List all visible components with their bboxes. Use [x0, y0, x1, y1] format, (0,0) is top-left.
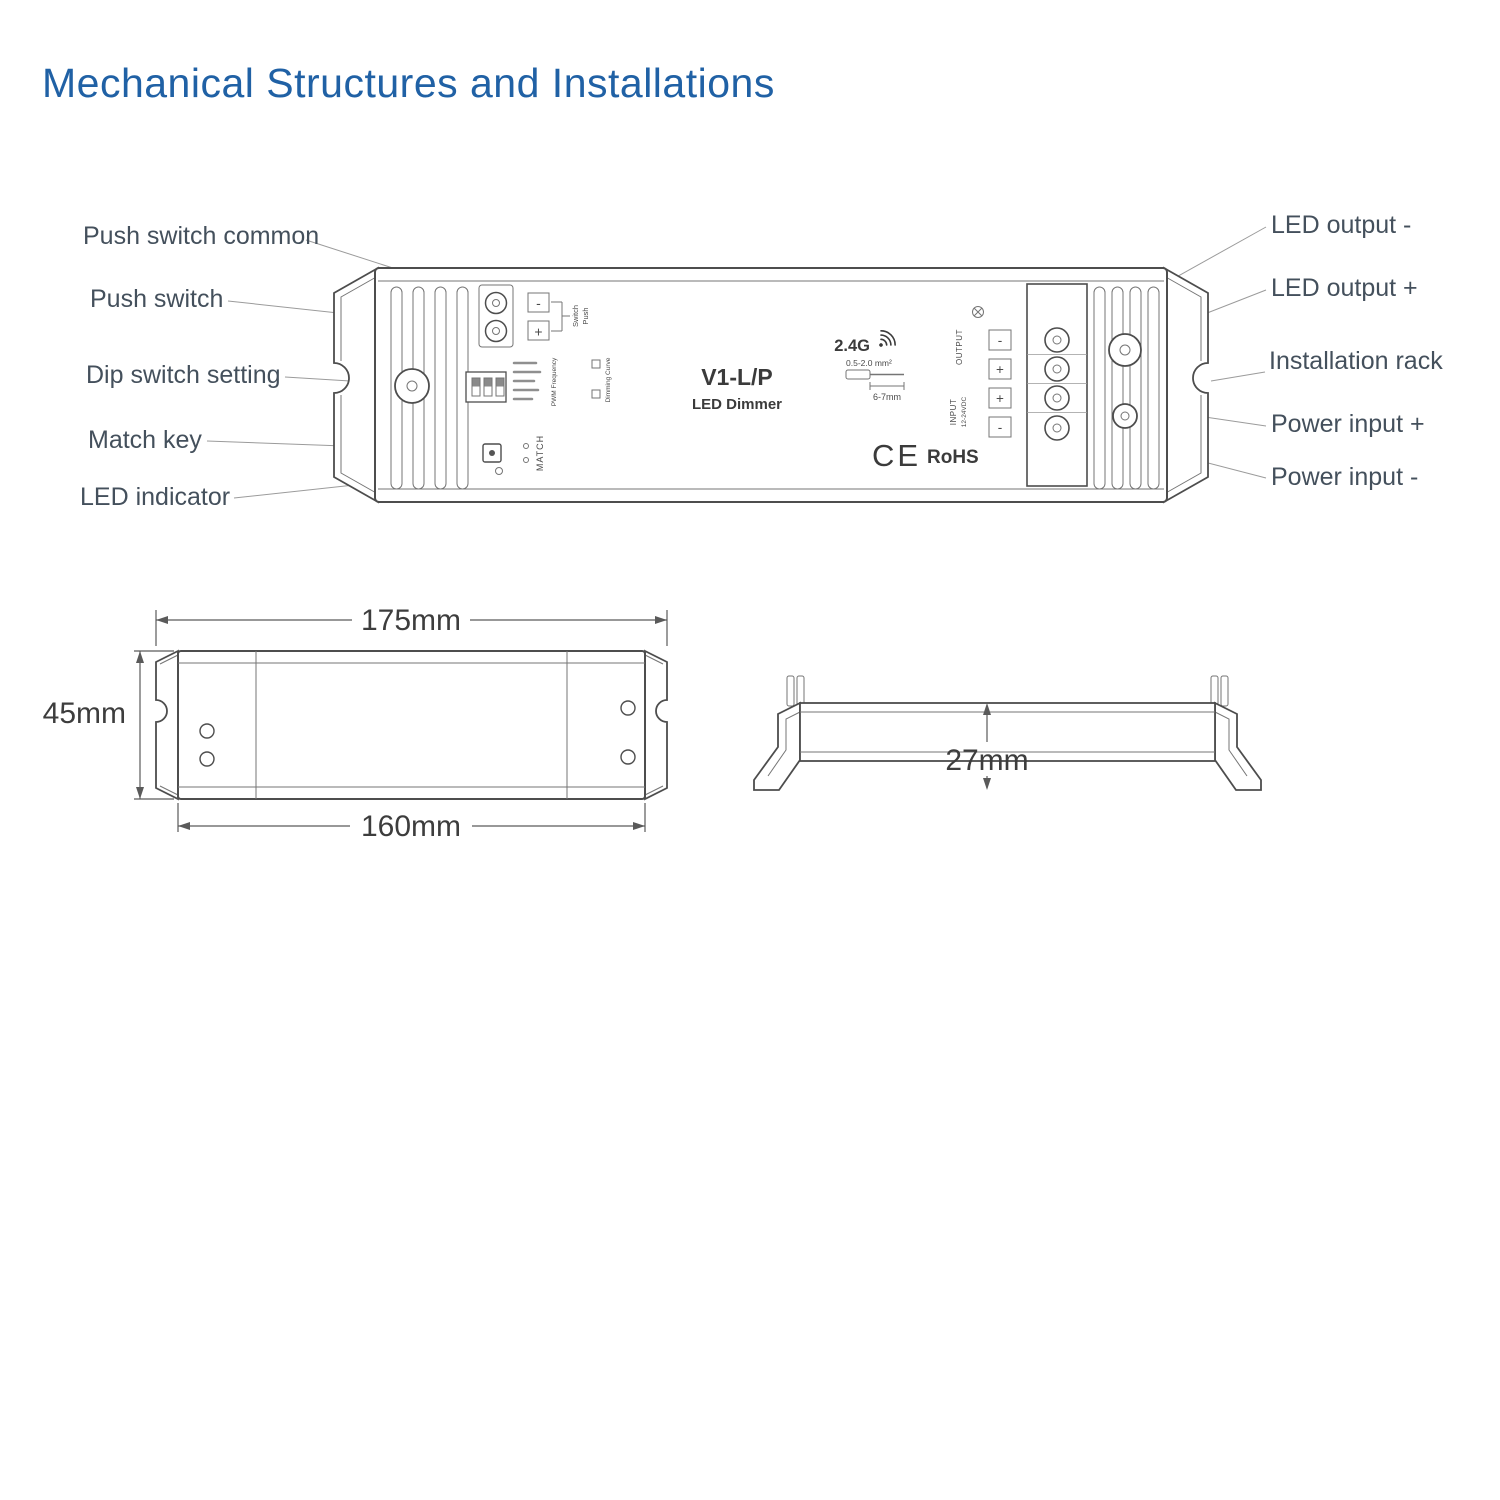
- polarity-boxes: - + + -: [988, 329, 1012, 438]
- output-plus-sign: +: [996, 362, 1004, 377]
- output-minus-sign: -: [998, 333, 1003, 348]
- mounting-wing-left: [333, 266, 379, 504]
- terminal-led-output-plus: [1044, 356, 1070, 382]
- mounting-wing-right: [1163, 266, 1209, 504]
- front-view: 175mm 45mm 160mm: [43, 604, 668, 843]
- push-switch-terminal: - + Switch Push: [478, 284, 590, 348]
- rack-bracket-left: [753, 701, 801, 791]
- callout-match-key: Match key: [88, 426, 202, 454]
- strip-length-text: 6-7mm: [873, 392, 901, 402]
- push-plus-sign: +: [534, 324, 542, 340]
- rohs-mark: RoHS: [927, 447, 979, 468]
- switch-word-1: Switch: [571, 305, 580, 327]
- match-label: MATCH: [535, 435, 545, 471]
- dim-overall-width: 175mm: [361, 604, 461, 637]
- side-view: 27mm: [753, 675, 1262, 791]
- screw-boss-left: [394, 368, 430, 404]
- terminal-led-output-minus: [1044, 327, 1070, 353]
- callout-power-input-minus: Power input -: [1271, 463, 1419, 491]
- product-name-text: LED Dimmer: [692, 396, 782, 413]
- push-switch-terminal-screw: [484, 319, 508, 343]
- page-title: Mechanical Structures and Installations: [42, 60, 775, 106]
- device-top-view: - + Switch Push: [333, 266, 1209, 504]
- input-label: INPUT: [949, 399, 958, 426]
- dip-switch: [465, 371, 507, 403]
- load-symbol-icon: [972, 306, 984, 318]
- match-key: [482, 443, 502, 463]
- wire-spec: 0.5-2.0 mm² 6-7mm: [845, 358, 905, 402]
- dimension-27: 27mm: [945, 703, 1029, 790]
- push-minus-sign: -: [536, 295, 541, 311]
- dim-body-width: 160mm: [361, 810, 461, 843]
- callout-dip-switch-setting: Dip switch setting: [86, 361, 281, 389]
- rf-badge: 2.4G: [834, 337, 870, 355]
- callout-led-output-plus: LED output +: [1271, 274, 1418, 302]
- wifi-icon: [879, 330, 896, 347]
- push-switch-common-terminal: [484, 291, 508, 315]
- screw-boss-right-bottom: [1112, 403, 1138, 429]
- voltage-label: 12-24VDC: [961, 397, 968, 428]
- ce-mark: CE: [872, 438, 921, 473]
- dimension-45: 45mm: [43, 650, 174, 800]
- model-text: V1-L/P: [701, 364, 773, 390]
- pwm-frequency-label: PWM Frequency: [551, 357, 558, 406]
- callout-power-input-plus: Power input +: [1271, 410, 1425, 438]
- wire-gauge-text: 0.5-2.0 mm²: [846, 358, 892, 368]
- switch-word-2: Push: [581, 307, 590, 324]
- callout-led-output-minus: LED output -: [1271, 211, 1412, 239]
- led-indicator-dot: [495, 467, 503, 475]
- device-body: [374, 267, 1168, 503]
- dimension-160: 160mm: [177, 803, 646, 843]
- terminal-power-input-minus: [1044, 415, 1070, 441]
- rack-bracket-right: [1214, 701, 1262, 791]
- dimension-175: 175mm: [155, 604, 668, 646]
- input-plus-sign: +: [996, 391, 1004, 406]
- input-minus-sign: -: [998, 420, 1003, 435]
- terminal-power-input-plus: [1044, 385, 1070, 411]
- dimming-curve-label: Dimming Curve: [605, 357, 612, 402]
- terminal-strip: [1026, 283, 1088, 487]
- screw-boss-right-top: [1108, 333, 1142, 367]
- dim-height: 45mm: [43, 697, 126, 730]
- callout-push-switch: Push switch: [90, 285, 224, 313]
- dim-depth: 27mm: [945, 744, 1028, 777]
- callout-led-indicator: LED indicator: [80, 483, 231, 511]
- dip-fine-print: [512, 361, 542, 401]
- callout-push-switch-common: Push switch common: [83, 222, 320, 250]
- output-label: OUTPUT: [955, 329, 964, 365]
- callout-installation-rack: Installation rack: [1269, 347, 1443, 375]
